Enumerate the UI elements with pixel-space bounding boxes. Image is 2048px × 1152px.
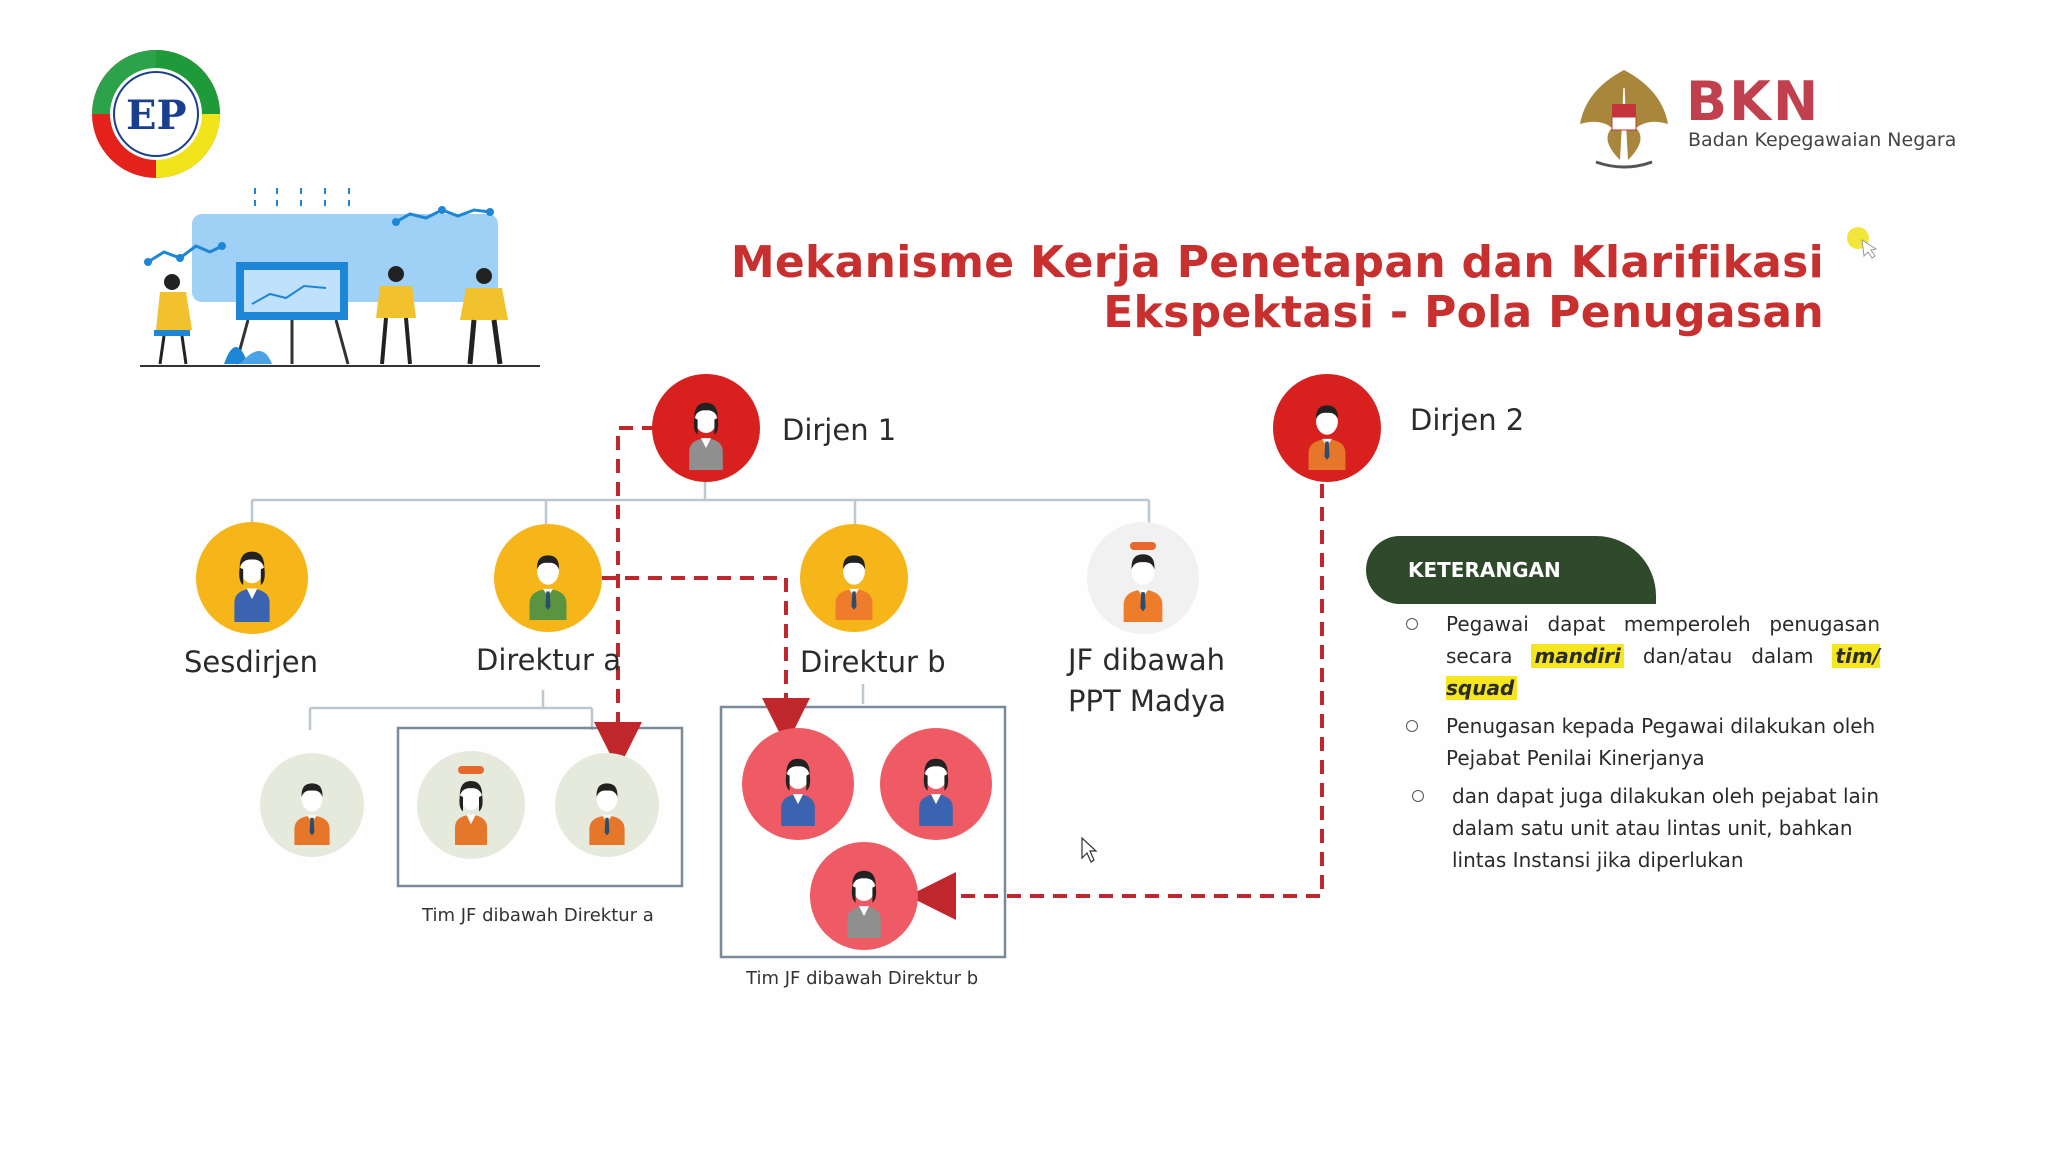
logo-text: EP	[126, 92, 187, 139]
team-a-box	[396, 726, 684, 888]
garuda-emblem	[1580, 70, 1668, 169]
title-line-2: Ekspektasi - Pola Penugasan	[1103, 287, 1824, 338]
ep-logo	[92, 50, 220, 178]
brand-subtitle: Badan Kepegawaian Negara	[1688, 129, 1957, 151]
jf-ppt-madya-avatar	[1087, 522, 1199, 634]
legend-item-1: Pegawai dapat memperoleh penugasan secar…	[1400, 608, 1881, 704]
dirjen1-avatar	[652, 374, 760, 482]
sesdirjen-label: Sesdirjen	[184, 645, 319, 679]
dirjen1-label: Dirjen 1	[782, 413, 897, 447]
bullet-icon	[1412, 790, 1424, 802]
direktur-a-avatar	[494, 524, 602, 632]
legend-title: KETERANGAN	[1408, 558, 1561, 582]
presentation-illustration	[140, 188, 540, 367]
highlight-mandiri: mandiri	[1531, 644, 1624, 668]
tree-connectors	[250, 468, 1151, 730]
direktur-b-label: Direktur b	[800, 645, 946, 679]
dirjen2-label: Dirjen 2	[1410, 403, 1525, 437]
sesdirjen-avatar	[196, 522, 308, 634]
team-b-box	[719, 705, 1007, 959]
title-line-1: Mekanisme Kerja Penetapan dan Klarifikas…	[730, 237, 1824, 288]
bullet-icon	[1406, 720, 1418, 732]
team-b-member-2	[880, 728, 992, 840]
laser-pointer-icon	[1847, 227, 1878, 259]
mouse-cursor-icon	[1081, 836, 1098, 863]
brand-name: BKN	[1686, 70, 1821, 133]
direktur-a-label: Direktur a	[476, 643, 621, 677]
team-a-member-2	[417, 751, 525, 859]
assignment-arrows	[594, 426, 1324, 920]
bullet-icon	[1406, 618, 1418, 630]
team-a-member-3	[555, 753, 659, 857]
team-b-member-3	[810, 842, 918, 950]
legend-item-3: dan dapat juga dilakukan oleh pejabat la…	[1400, 780, 1880, 876]
legend-item-2: Penugasan kepada Pegawai dilakukan oleh …	[1400, 710, 1880, 774]
direktur-b-avatar	[800, 524, 908, 632]
legend-header: KETERANGAN	[1366, 536, 1656, 604]
team-a-member-1	[260, 753, 364, 857]
page-title: Mekanisme Kerja Penetapan dan Klarifikas…	[731, 238, 1824, 338]
team-b-member-1	[742, 728, 854, 840]
legend-list: Pegawai dapat memperoleh penugasan secar…	[1400, 608, 1881, 882]
jf-label-line1: JF dibawah	[1068, 643, 1225, 677]
jf-label-line2: PPT Madya	[1068, 684, 1227, 718]
team-a-caption: Tim JF dibawah Direktur a	[422, 905, 654, 926]
dirjen2-avatar	[1273, 374, 1381, 482]
team-b-caption: Tim JF dibawah Direktur b	[746, 968, 979, 989]
